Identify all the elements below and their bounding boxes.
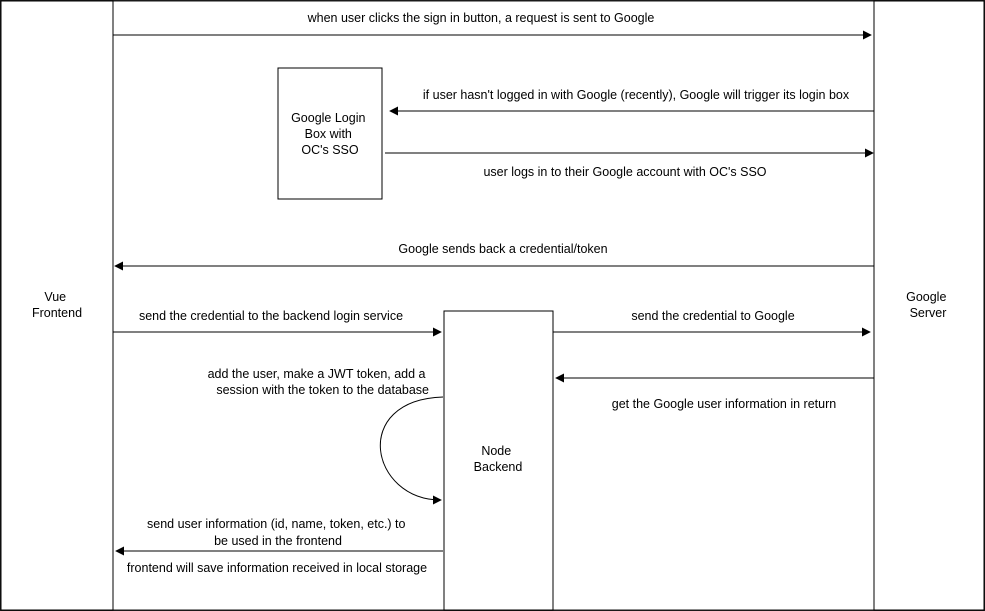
label-credential-back: Google sends back a credential/token: [398, 242, 607, 256]
label-trigger-login-box: if user hasn't logged in with Google (re…: [423, 88, 850, 102]
google-login-box-label: Google Login Box with OC's SSO: [291, 111, 369, 157]
node-backend-label: Node Backend: [474, 444, 523, 474]
label-send-user-info: send user information (id, name, token, …: [147, 517, 409, 548]
label-sign-in-request: when user clicks the sign in button, a r…: [307, 11, 655, 25]
google-login-box: [277, 67, 383, 200]
label-send-to-google: send the credential to Google: [631, 309, 794, 323]
label-user-info-return: get the Google user information in retur…: [612, 397, 836, 411]
arrow-self-loop: [379, 396, 444, 505]
frontend-lane: [0, 0, 114, 611]
label-user-logs-in: user logs in to their Google account wit…: [483, 165, 766, 179]
label-send-to-backend: send the credential to the backend login…: [139, 309, 403, 323]
label-self-loop: add the user, make a JWT token, add a se…: [208, 367, 429, 397]
google-server-label: Google Server: [906, 290, 950, 320]
frontend-label: Vue Frontend: [32, 290, 82, 320]
google-server-lane: [873, 0, 985, 611]
node-backend-box: [443, 310, 554, 611]
label-save-local: frontend will save information received …: [127, 561, 427, 575]
